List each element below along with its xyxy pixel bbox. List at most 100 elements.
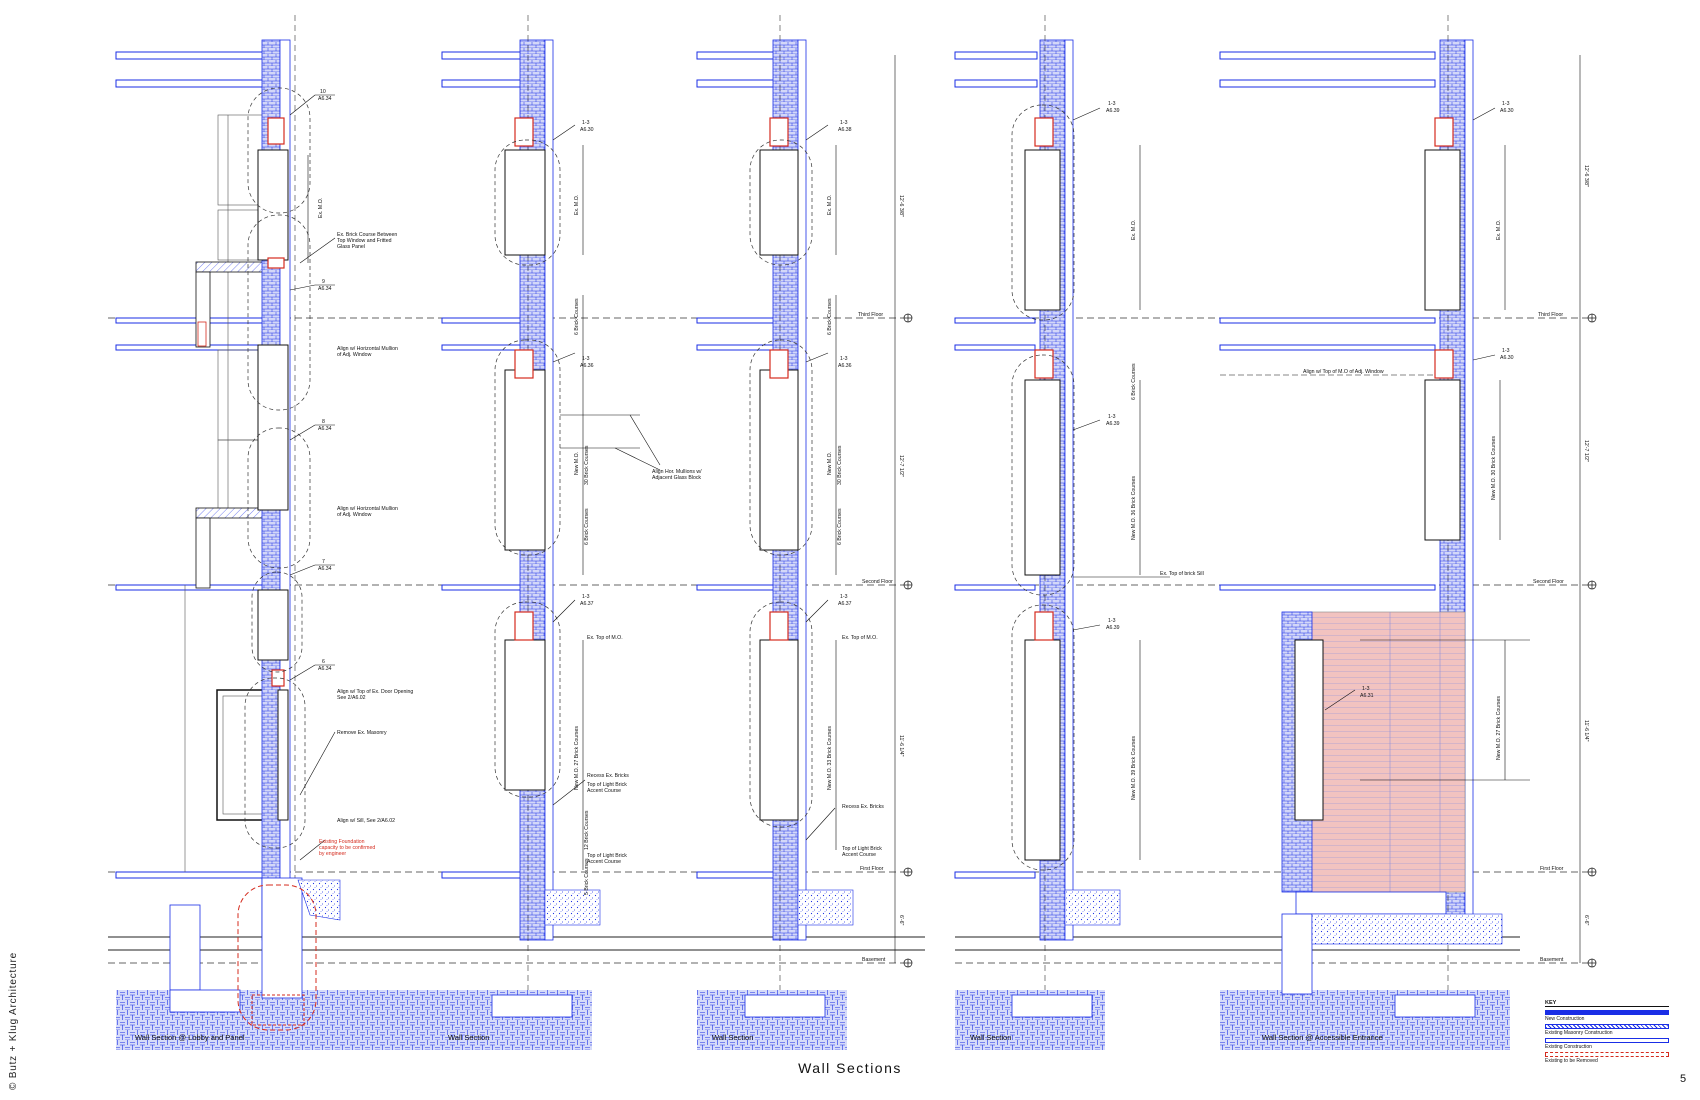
- detail-tag-num: 1-3: [1108, 414, 1116, 420]
- dim-label: Ex. M.O.: [318, 198, 324, 218]
- detail-tag-num: 1-3: [840, 356, 848, 362]
- note: Ex. Top of brick Sill: [1160, 571, 1204, 577]
- level-height: 11'-6 1/4": [898, 735, 904, 757]
- note: Ex. Top of M.O.: [842, 635, 878, 641]
- detail-tag-num: 1-3: [1362, 686, 1370, 692]
- legend-key: KEY New Construction Existing Masonry Co…: [1545, 1000, 1669, 1066]
- detail-tag-num: 1-3: [582, 356, 590, 362]
- red-note: capacity to be confirmed: [319, 845, 375, 851]
- detail-tag-num: 1-3: [582, 594, 590, 600]
- dim-label: Ex. M.O.: [1131, 220, 1137, 240]
- key-swatch: [1545, 1038, 1669, 1043]
- key-item: Existing Construction: [1545, 1038, 1669, 1050]
- detail-tag-ref: A6.34: [318, 426, 332, 432]
- note: Recess Ex. Bricks: [842, 804, 884, 810]
- detail-tag-ref: A6.36: [580, 363, 594, 369]
- key-swatch: [1545, 1010, 1669, 1015]
- level-height: 12'-6 3/8": [1583, 165, 1589, 187]
- note: Top Window and Fritted: [337, 238, 392, 244]
- note: Recess Ex. Bricks: [587, 773, 629, 779]
- detail-tag-ref: A6.34: [318, 666, 332, 672]
- section-wall-3: 1-3 A6.38 1-3 A6.36 1-3 A6.37 Ex. M.O. 6…: [696, 15, 884, 1050]
- detail-tag-ref: A6.31: [1360, 693, 1374, 699]
- level-label: Third Floor: [858, 312, 883, 318]
- level-label: Third Floor: [1538, 312, 1563, 318]
- red-note: Existing Foundation: [319, 839, 365, 845]
- detail-tag-num: 10: [320, 89, 326, 95]
- dim-label: 6 Brick Courses: [574, 298, 580, 335]
- dim-label: New M.O.: [574, 452, 580, 475]
- level-height: 11'-6 1/4": [1583, 720, 1589, 742]
- section-lobby-panel: 10 A6.34 9 A6.34 8 A6.34 7 A6.34 6 A6.34…: [115, 15, 456, 1050]
- level-height: 12'-7 1/2": [898, 455, 904, 477]
- note: Accent Course: [842, 852, 876, 858]
- credit-text: © Butz + Klug Architecture: [8, 952, 19, 1090]
- dim-label: 6 Brick Courses: [837, 508, 843, 545]
- key-item: Existing to be Removed: [1545, 1052, 1669, 1064]
- note: Remove Ex. Masonry: [337, 730, 387, 736]
- note: Align w/ Top of M.O of Adj. Window: [1303, 369, 1384, 375]
- section-wall-4: 1-3 A6.39 1-3 A6.39 1-3 A6.39 Ex. M.O. 6…: [954, 15, 1204, 1050]
- note: Top of Light Brick: [587, 853, 627, 859]
- sheet-title: Wall Sections: [798, 1060, 902, 1076]
- note: Top of Light Brick: [842, 846, 882, 852]
- dim-label: New M.O.: [827, 452, 833, 475]
- section-wall-2: 1-3 A6.30 1-3 A6.36 1-3 A6.37 Ex. M.O. 6…: [441, 15, 702, 1050]
- detail-tag-num: 7: [322, 559, 325, 565]
- detail-tag-num: 1-3: [1108, 101, 1116, 107]
- note: Align w/ Horizontal Mullion: [337, 346, 398, 352]
- key-item: Existing Masonry Construction: [1545, 1024, 1669, 1036]
- detail-tag-num: 9: [322, 279, 325, 285]
- detail-tag-ref: A6.34: [318, 286, 332, 292]
- detail-tag-ref: A6.36: [838, 363, 852, 369]
- detail-tag-ref: A6.30: [1500, 355, 1514, 361]
- level-label: Second Floor: [862, 579, 893, 585]
- key-label: Existing to be Removed: [1545, 1058, 1598, 1064]
- dim-label: Ex. M.O.: [827, 195, 833, 215]
- note: Ex. Top of M.O.: [587, 635, 623, 641]
- detail-tag-num: 1-3: [582, 120, 590, 126]
- dim-label: 30 Brick Courses: [584, 445, 590, 485]
- key-label: Existing Construction: [1545, 1044, 1592, 1050]
- note: of Adj. Window: [337, 352, 372, 358]
- dim-label: New M.O. 33 Brick Courses: [827, 726, 833, 790]
- section-accessible-entrance: 1-3 A6.30 1-3 A6.30 1-3 A6.31 Ex. M.O. N…: [1219, 15, 1530, 1050]
- note: Align w/ Sill, See 2/A6.02: [337, 818, 395, 824]
- note: Accent Course: [587, 859, 621, 865]
- dim-label: 6 Brick Courses: [1131, 363, 1137, 400]
- key-swatch: [1545, 1052, 1669, 1057]
- section-caption: Wall Section @ Accessible Entrance: [1262, 1033, 1383, 1042]
- section-caption: Wall Section: [712, 1033, 753, 1042]
- detail-tag-num: 1-3: [840, 120, 848, 126]
- note: Adjacent Glass Block: [652, 475, 701, 481]
- dim-label: 30 Brick Courses: [837, 445, 843, 485]
- note: Align w/ Top of Ex. Door Opening: [337, 689, 413, 695]
- dim-label: New M.O. 30 Brick Courses: [1491, 436, 1497, 500]
- detail-tag-num: 1-3: [840, 594, 848, 600]
- level-label: First Floor: [1540, 866, 1564, 872]
- detail-tag-ref: A6.37: [838, 601, 852, 607]
- detail-tag-ref: A6.39: [1106, 421, 1120, 427]
- detail-tag-ref: A6.38: [838, 127, 852, 133]
- page-number: 5: [1680, 1073, 1687, 1085]
- dim-label: New M.O. 27 Brick Courses: [574, 726, 580, 790]
- dim-label: 12 Brick Courses: [584, 810, 590, 850]
- dim-label: New M.O. 36 Brick Courses: [1131, 476, 1137, 540]
- level-height: 6'-6": [898, 915, 904, 925]
- level-tags-right: Third Floor Second Floor First Floor Bas…: [1533, 55, 1597, 968]
- note: Glass Panel: [337, 244, 365, 250]
- detail-tag-num: 1-3: [1108, 618, 1116, 624]
- note: Align w/ Horizontal Mullion: [337, 506, 398, 512]
- dim-label: Ex. M.O.: [1496, 220, 1502, 240]
- detail-tag-num: 1-3: [1502, 101, 1510, 107]
- red-note: by engineer: [319, 851, 346, 857]
- level-label: Basement: [862, 957, 886, 963]
- key-swatch: [1545, 1024, 1669, 1029]
- level-height: 12'-7 1/2": [1583, 440, 1589, 462]
- level-label: Basement: [1540, 957, 1564, 963]
- section-caption: Wall Section: [970, 1033, 1011, 1042]
- dim-label: 6 Brick Courses: [827, 298, 833, 335]
- level-height: 6'-6": [1583, 915, 1589, 925]
- detail-tag-num: 8: [322, 419, 325, 425]
